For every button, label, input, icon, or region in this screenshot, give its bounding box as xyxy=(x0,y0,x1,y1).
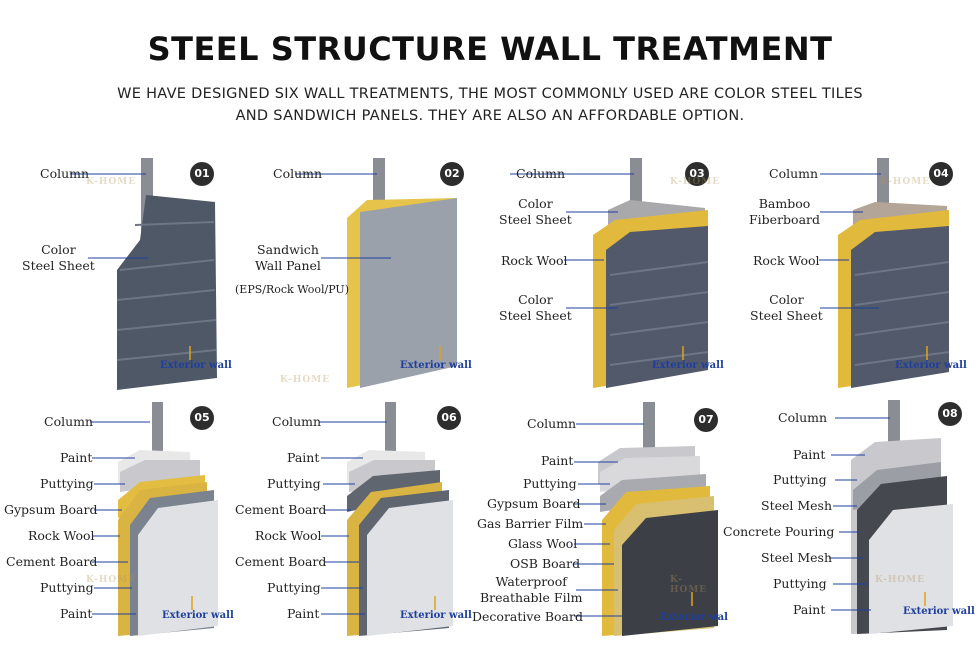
subtitle-line-1: WE HAVE DESIGNED SIX WALL TREATMENTS, TH… xyxy=(117,86,863,102)
wall-illustration-03 xyxy=(510,158,709,388)
wall-panel-05: 05 Column Paint Puttying Gypsum Board Ro… xyxy=(0,400,245,660)
label-gas-barrier-film: Gas Barrier Film xyxy=(477,516,584,531)
watermark: K-HOME xyxy=(670,177,721,187)
exterior-wall-label: Exterior wall xyxy=(652,360,724,371)
label-cement-board: Cement Board xyxy=(235,554,327,569)
label-paint: Paint xyxy=(793,447,826,462)
label-column: Column xyxy=(273,166,323,181)
panel-number-badge: 06 xyxy=(437,406,461,430)
exterior-wall-label: Exterior wall xyxy=(400,360,472,371)
label-puttying: Puttying xyxy=(40,476,94,491)
page-subtitle: WE HAVE DESIGNED SIX WALL TREATMENTS, TH… xyxy=(60,83,920,127)
label-column: Column xyxy=(516,166,566,181)
wall-illustration-08 xyxy=(829,400,953,634)
wall-panel-01: 01 Column Color Steel Sheet Exterior wal… xyxy=(0,150,245,400)
label-rock-wool: Rock Wool xyxy=(753,253,820,268)
wall-panel-04: 04 Column Bamboo Fiberboard Rock Wool Co… xyxy=(735,150,980,400)
label-column: Column xyxy=(778,410,828,425)
panel-number-badge: 02 xyxy=(440,162,464,186)
watermark: K-HOME xyxy=(86,177,137,187)
panel-number-badge: 01 xyxy=(190,162,214,186)
label-steel-mesh: Steel Mesh xyxy=(761,550,833,565)
watermark: K-HOME xyxy=(86,575,137,585)
label-puttying: Puttying xyxy=(267,476,321,491)
label-puttying: Puttying xyxy=(523,476,577,491)
page-title: STEEL STRUCTURE WALL TREATMENT xyxy=(147,30,833,68)
label-gypsum-board: Gypsum Board xyxy=(487,496,581,511)
wall-panel-03: 03 Column Color Steel Sheet Rock Wool Co… xyxy=(490,150,735,400)
wall-panel-02: 02 Column Sandwich Wall Panel (EPS/Rock … xyxy=(235,150,480,400)
panel-number-badge: 05 xyxy=(190,406,214,430)
label-color-steel-sheet: Color Steel Sheet xyxy=(499,292,572,323)
watermark: K-HOME xyxy=(875,575,926,585)
watermark: K-HOME xyxy=(670,575,708,595)
label-sandwich-wall-panel: Sandwich Wall Panel xyxy=(255,242,321,273)
wall-illustration-04 xyxy=(819,158,950,388)
exterior-wall-label: Exterior wal xyxy=(660,612,728,623)
exterior-wall-label: Exterior wall xyxy=(903,606,975,617)
label-gypsum-board: Gypsum Board xyxy=(4,502,98,517)
label-color-steel-sheet: Color Steel Sheet xyxy=(750,292,823,323)
wall-illustration-02 xyxy=(295,158,457,388)
wall-panel-06: 06 Column Paint Puttying Cement Board Ro… xyxy=(235,400,480,660)
label-rock-wool: Rock Wool xyxy=(501,253,568,268)
label-concrete-pouring: Concrete Pouring xyxy=(723,524,835,539)
label-column: Column xyxy=(44,414,94,429)
label-glass-wool: Glass Wool xyxy=(508,536,578,551)
label-puttying: Puttying xyxy=(40,580,94,595)
exterior-wall-label: Exterior wall xyxy=(160,360,232,371)
exterior-wall-label: Exterior wall xyxy=(162,610,234,621)
wall-illustration-07 xyxy=(574,402,718,636)
label-decorative-board: Decorative Board xyxy=(472,609,583,624)
label-column: Column xyxy=(272,414,322,429)
label-paint: Paint xyxy=(60,606,93,621)
label-rock-wool: Rock Wool xyxy=(28,528,95,543)
label-color-steel-sheet: Color Steel Sheet xyxy=(22,242,95,273)
exterior-wall-label: Exterior wall xyxy=(400,610,472,621)
wall-panel-08: 08 Column Paint Puttying Steel Mesh Conc… xyxy=(723,400,980,660)
label-paint: Paint xyxy=(287,606,320,621)
label-rock-wool: Rock Wool xyxy=(255,528,322,543)
label-color-steel-sheet: Color Steel Sheet xyxy=(499,196,572,227)
wall-panel-07: 07 Column Paint Puttying Gypsum Board Ga… xyxy=(470,400,728,660)
panel-number-badge: 03 xyxy=(685,162,709,186)
wall-illustration-06 xyxy=(319,402,453,636)
panel-number-badge: 07 xyxy=(694,408,718,432)
label-paint: Paint xyxy=(60,450,93,465)
label-puttying: Puttying xyxy=(267,580,321,595)
wall-illustration-01 xyxy=(70,158,217,390)
label-paint: Paint xyxy=(287,450,320,465)
wall-illustration-05 xyxy=(90,402,218,636)
panel-number-badge: 08 xyxy=(938,402,962,426)
label-steel-mesh: Steel Mesh xyxy=(761,498,833,513)
label-puttying: Puttying xyxy=(773,576,827,591)
label-paint: Paint xyxy=(541,453,574,468)
subtitle-line-2: AND SANDWICH PANELS. THEY ARE ALSO AN AF… xyxy=(235,108,745,124)
label-column: Column xyxy=(527,416,577,431)
label-cement-board: Cement Board xyxy=(235,502,327,517)
watermark: K-HOME xyxy=(880,177,931,187)
label-column: Column xyxy=(769,166,819,181)
label-column: Column xyxy=(40,166,90,181)
exterior-wall-label: Exterior wall xyxy=(895,360,967,371)
watermark: K-HOME xyxy=(280,375,331,385)
label-cement-board: Cement Board xyxy=(6,554,98,569)
panel-number-badge: 04 xyxy=(929,162,953,186)
label-paint: Paint xyxy=(793,602,826,617)
label-panel-core-options: (EPS/Rock Wool/PU) xyxy=(235,283,349,296)
label-waterproof-breathable-film: Waterproof Breathable Film xyxy=(480,574,583,605)
label-bamboo-fiberboard: Bamboo Fiberboard xyxy=(749,196,821,227)
label-puttying: Puttying xyxy=(773,472,827,487)
label-osb-board: OSB Board xyxy=(510,556,581,571)
